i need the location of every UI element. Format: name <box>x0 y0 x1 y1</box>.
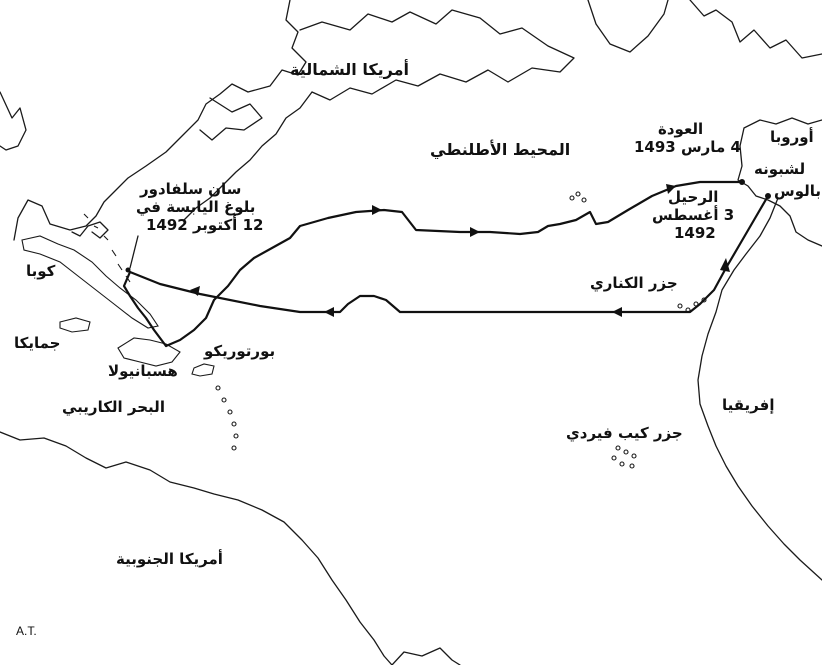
label-canaries: جزر الكناري <box>590 274 678 292</box>
label-palos: بالوس <box>774 182 821 200</box>
azores-islands <box>569 191 587 203</box>
label-hispaniola: هسبانيولا <box>108 362 178 380</box>
north-america-coast <box>13 0 307 241</box>
hudson-bay <box>199 97 263 141</box>
south-america-coast <box>0 431 393 665</box>
cuba-coast-route <box>122 270 168 348</box>
outbound-route <box>128 194 770 314</box>
jamaica-island <box>59 317 91 333</box>
label-departure-date: 3 أغسطس <box>652 206 735 224</box>
san-salvador-leader <box>129 235 139 269</box>
cape-verde-islands <box>611 445 637 469</box>
label-san-salvador: سان سلفادور <box>140 180 242 198</box>
san-salvador-marker <box>125 267 131 273</box>
gulf-coast <box>0 91 27 151</box>
lisbon-marker <box>739 179 745 185</box>
florida-coast <box>71 221 109 239</box>
labrador-coast <box>183 91 313 221</box>
label-lisbon: لشبونه <box>754 160 806 178</box>
cuba-island <box>21 235 159 329</box>
puerto-rico-island <box>191 363 215 377</box>
label-landfall-line2: 12 أكتوبر 1492 <box>146 216 264 234</box>
greenland-tip <box>587 0 669 53</box>
label-caribbean: البحر الكاريبي <box>62 398 165 416</box>
label-return-date: 4 مارس 1493 <box>634 138 741 156</box>
label-atlantic: المحيط الأطلنطي <box>430 140 571 159</box>
route-arrows <box>190 184 730 317</box>
label-departure-title: الرحيل <box>668 188 719 206</box>
label-departure-year: 1492 <box>674 224 716 242</box>
palos-marker <box>765 193 771 199</box>
africa-coast <box>697 197 822 581</box>
hispaniola-island <box>117 337 181 367</box>
label-south-america: أمريكا الجنوبية <box>116 550 223 568</box>
label-north-america: أمريكا الشمالية <box>290 60 409 79</box>
label-return-title: العودة <box>658 120 704 138</box>
arctic-coast <box>299 9 575 101</box>
brazil-coast <box>391 647 461 665</box>
label-europe: أوروبا <box>770 128 814 146</box>
label-africa: إفريقيا <box>722 396 775 414</box>
label-landfall-line1: بلوغ اليابسة في <box>136 198 256 216</box>
iberia-coast <box>737 117 822 247</box>
lesser-antilles <box>215 385 239 451</box>
europe-coast <box>689 0 822 59</box>
return-route <box>164 180 742 348</box>
map-signature: A.T. <box>16 624 37 638</box>
label-puerto-rico: بورتوريكو <box>204 342 276 360</box>
label-cape-verde: جزر كيب فيردي <box>566 424 683 442</box>
label-jamaica: جمايكا <box>14 334 61 352</box>
bahamas-islands <box>83 213 131 283</box>
label-cuba: كوبا <box>26 262 56 280</box>
